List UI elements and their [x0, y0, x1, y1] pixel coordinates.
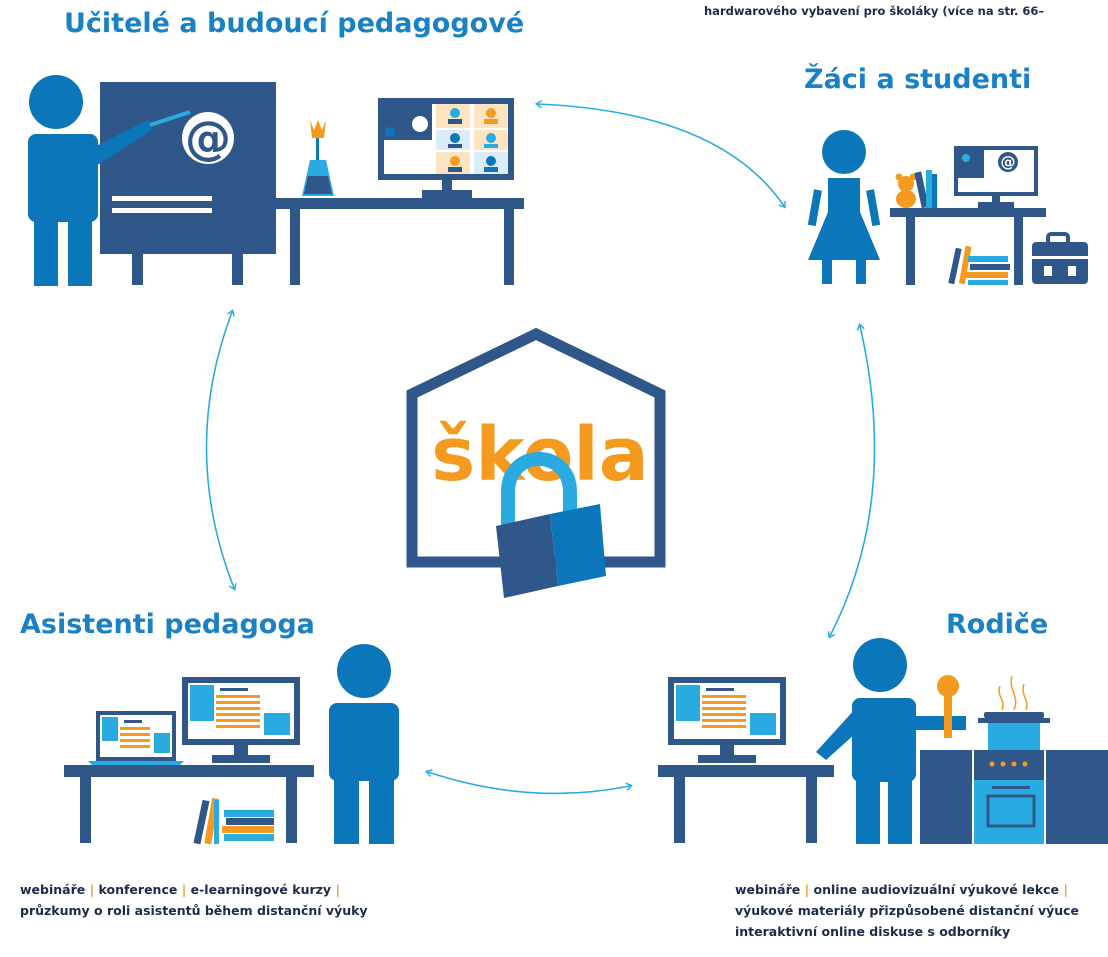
arrow-assistants-parents: [425, 769, 634, 795]
caption-parents-line2: výukové materiály přizpůsobené distanční…: [735, 903, 1080, 918]
school-scene: škola: [406, 327, 666, 598]
desk-icon: [64, 765, 314, 843]
padlock-icon: [496, 452, 606, 598]
title-parents: Rodiče: [946, 609, 1049, 640]
caption-parents-line3: interaktivní online diskuse s odborníky: [735, 924, 1011, 939]
caption-item: online audiovizuální výukové lekce: [813, 882, 1060, 897]
books-icon: [193, 797, 274, 845]
parents-scene: [658, 638, 1108, 844]
caption-item: e-learningové kurzy: [190, 882, 332, 897]
title-teachers: Učitelé a budoucí pedagogové: [64, 8, 525, 39]
separator: |: [89, 882, 95, 897]
title-students: Žáci a studenti: [804, 64, 1032, 95]
caption-item: webináře: [20, 882, 86, 897]
person-cooking-icon: [816, 638, 966, 844]
assistants-scene: [64, 644, 399, 845]
school-bag-icon: [1032, 232, 1088, 284]
at-sign-icon: @: [182, 111, 234, 165]
title-assistants: Asistenti pedagoga: [20, 609, 315, 640]
separator: |: [1063, 882, 1068, 897]
arrow-teachers-students: [534, 99, 786, 209]
monitor-icon: @: [954, 146, 1038, 208]
books-icon: [948, 245, 1010, 285]
pot-icon: [978, 675, 1050, 750]
separator: |: [335, 882, 341, 897]
svg-text:@: @: [1001, 153, 1016, 171]
arrow-teachers-assistants: [205, 309, 237, 591]
desk-icon: [890, 208, 1046, 285]
caption-assistants-line1: webináře | konference | e-learningové ku…: [20, 879, 368, 900]
top-note: hardwarového vybavení pro školáky (více …: [704, 4, 1045, 18]
teachers-scene: @: [28, 75, 524, 286]
video-conference-monitor-icon: [378, 98, 514, 198]
caption-item: konference: [98, 882, 178, 897]
teddy-bear-icon: [895, 173, 917, 208]
kitchen-stove-icon: [920, 750, 1108, 844]
books-icon: [914, 170, 937, 209]
desk-icon: [276, 198, 524, 285]
connector-arrows: [205, 99, 876, 795]
laptop-icon: [88, 711, 184, 767]
flower-vase-icon: [302, 120, 334, 196]
students-scene: @: [807, 130, 1088, 285]
arrow-students-parents: [827, 322, 876, 639]
monitor-icon: [182, 677, 300, 763]
ladle-icon: [937, 675, 959, 738]
caption-item: webináře: [735, 882, 801, 897]
separator: |: [181, 882, 187, 897]
caption-assistants: webináře | konference | e-learningové ku…: [20, 879, 368, 921]
monitor-icon: [668, 677, 786, 763]
caption-parents: webináře | online audiovizuální výukové …: [735, 879, 1079, 942]
desk-icon: [658, 765, 834, 843]
person-icon: [28, 75, 191, 286]
girl-icon: [807, 130, 881, 284]
separator: |: [804, 882, 810, 897]
person-icon: [329, 644, 399, 844]
caption-parents-line1: webináře | online audiovizuální výukové …: [735, 879, 1079, 900]
caption-assistants-line2: průzkumy o roli asistentů během distančn…: [20, 903, 368, 918]
svg-text:@: @: [185, 111, 231, 165]
